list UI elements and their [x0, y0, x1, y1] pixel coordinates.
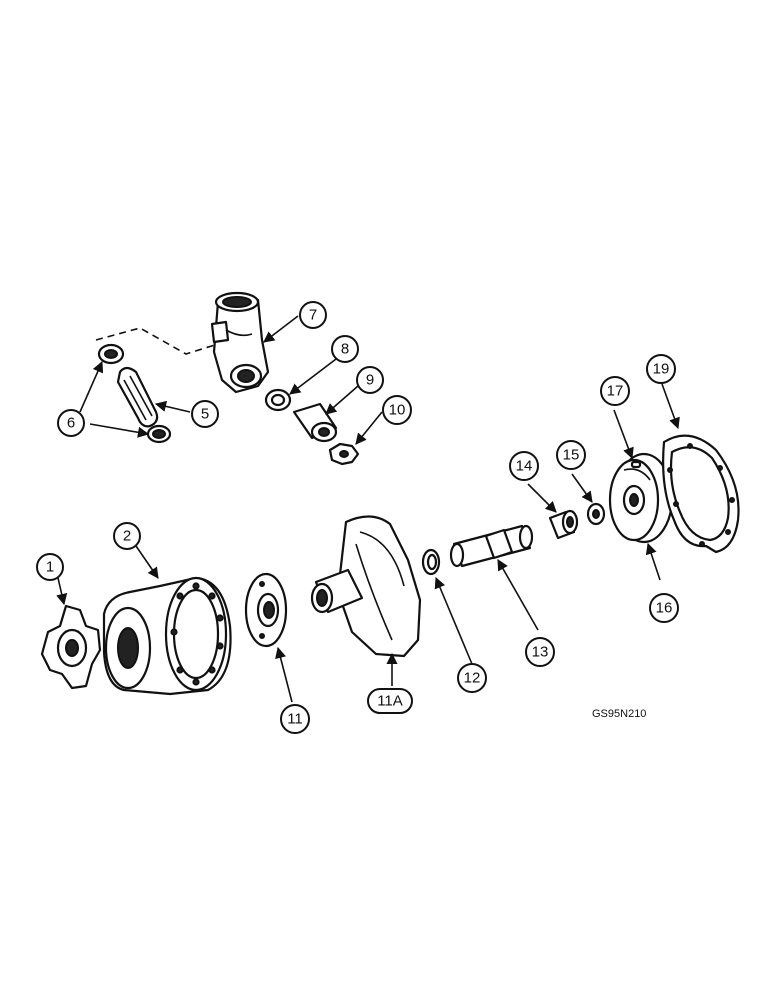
small-ring-part [586, 502, 606, 526]
bearing-plate-part [244, 572, 288, 648]
callout-9: 9 [356, 366, 384, 394]
snap-ring-part [421, 548, 441, 576]
callout-1-label: 1 [46, 559, 54, 576]
hose-clamp-lower-part [146, 424, 172, 444]
callout-1: 1 [36, 553, 64, 581]
leader-lines [56, 315, 680, 703]
callout-15-label: 15 [563, 447, 580, 464]
seal-bushing-part [548, 509, 579, 540]
callout-11a: 11A [367, 688, 413, 714]
callout-13: 13 [525, 637, 555, 667]
callout-16: 16 [649, 593, 679, 623]
gasket-part [662, 434, 740, 554]
dashed-connection-line [95, 327, 219, 355]
callout-19-label: 19 [653, 361, 670, 378]
hub-bolt-holes [170, 582, 224, 686]
callout-11a-label: 11A [377, 693, 403, 710]
callout-6: 6 [57, 409, 85, 437]
pump-housing-cover-part [310, 515, 422, 658]
lock-washer-part [328, 442, 360, 466]
callout-7-label: 7 [309, 307, 317, 324]
callout-13-label: 13 [532, 644, 549, 661]
callout-15: 15 [556, 440, 586, 470]
callout-11-label: 11 [287, 711, 303, 728]
hose-part [116, 366, 159, 428]
callout-5: 5 [191, 400, 219, 428]
callout-8-label: 8 [341, 341, 349, 358]
callout-14: 14 [509, 451, 539, 481]
shaft-bushing-part [292, 402, 338, 443]
callout-14-label: 14 [516, 458, 533, 475]
callout-11: 11 [280, 704, 310, 734]
seal-ring-part [264, 388, 292, 412]
shaft-part [449, 524, 534, 568]
reference-code: GS95N210 [592, 708, 646, 720]
callout-7: 7 [299, 301, 327, 329]
callout-17-label: 17 [607, 383, 624, 400]
callout-12: 12 [457, 663, 487, 693]
callout-12-label: 12 [464, 670, 481, 687]
star-flange-part [40, 604, 102, 690]
hose-clamp-upper-part [97, 343, 125, 365]
callout-8: 8 [331, 335, 359, 363]
callout-19: 19 [646, 354, 676, 384]
callout-17: 17 [600, 376, 630, 406]
hub-part [102, 576, 232, 696]
callout-2-label: 2 [123, 528, 131, 545]
callout-6-label: 6 [67, 415, 75, 432]
callout-10-label: 10 [389, 402, 406, 419]
elbow-housing-part [210, 291, 270, 394]
callout-16-label: 16 [656, 600, 673, 617]
callout-2: 2 [113, 522, 141, 550]
callout-10: 10 [382, 395, 412, 425]
pin-part [630, 460, 642, 469]
callout-5-label: 5 [201, 406, 209, 423]
callout-9-label: 9 [366, 372, 374, 389]
